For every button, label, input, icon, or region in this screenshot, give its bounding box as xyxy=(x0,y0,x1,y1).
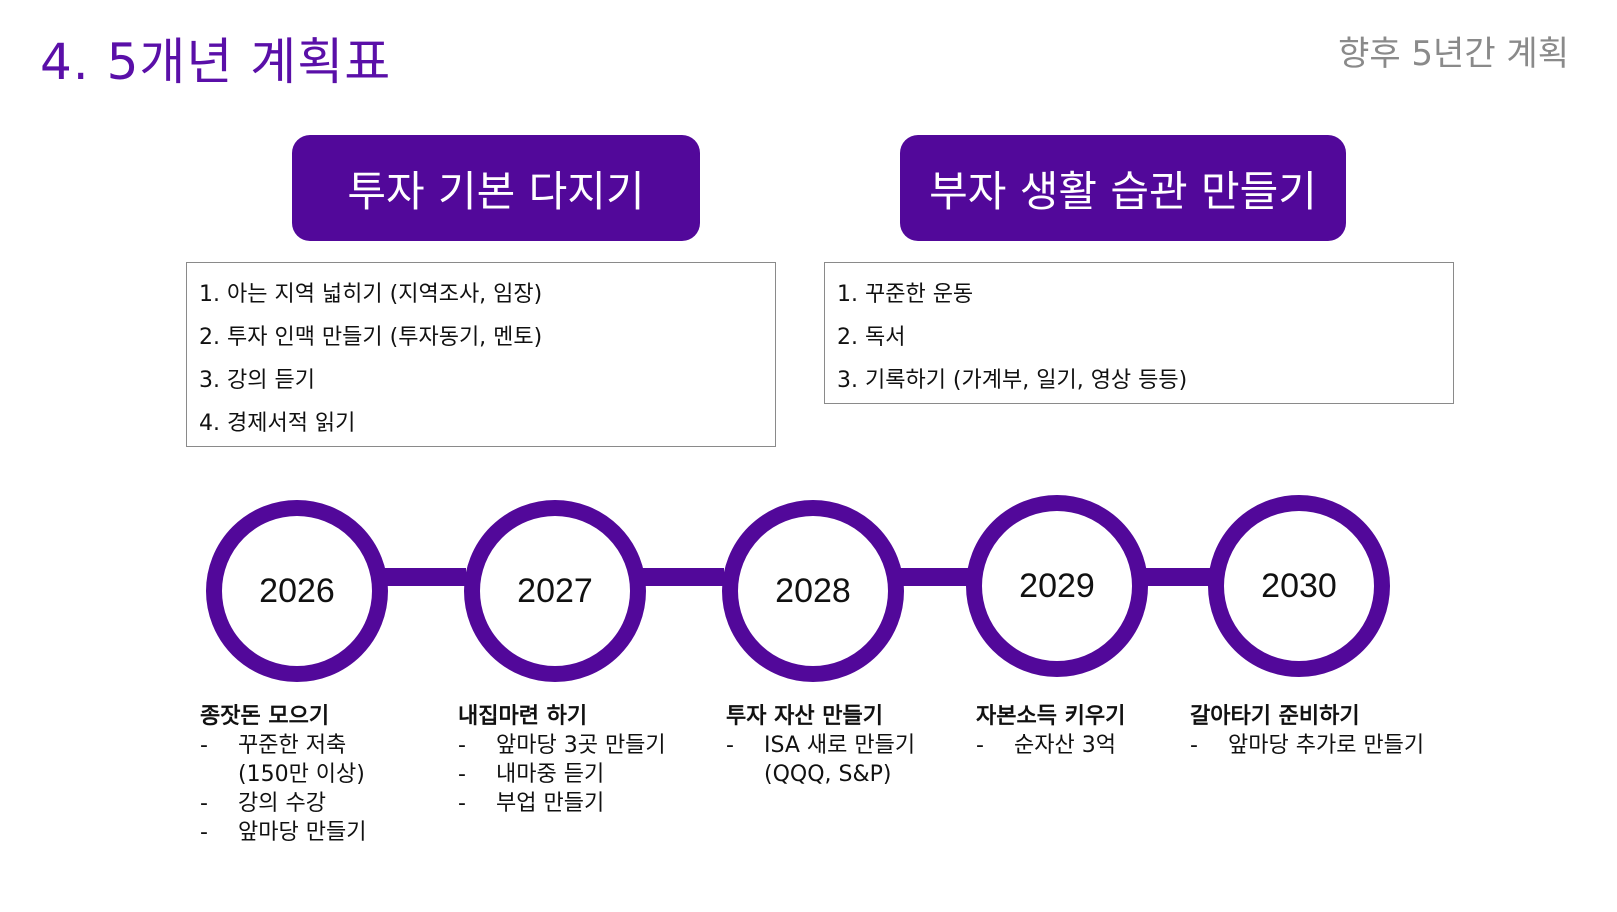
goal-title: 갈아타기 준비하기 xyxy=(1190,704,1360,729)
list-item: 2. 독서 xyxy=(837,325,906,350)
page-title: 4. 5개년 계획표 xyxy=(40,33,392,91)
goal-column-2028: 투자 자산 만들기 -ISA 새로 만들기 (QQQ, S&P) xyxy=(726,702,915,789)
timeline-connector xyxy=(370,568,466,586)
wealthy-habits-list-box: 1. 꾸준한 운동 2. 독서 3. 기록하기 (가계부, 일기, 영상 등등) xyxy=(824,262,1454,404)
year-circle-2030: 2030 xyxy=(1208,495,1390,677)
goal-bullet: -강의 수강 xyxy=(200,791,326,816)
list-item: 1. 아는 지역 넓히기 (지역조사, 임장) xyxy=(199,282,543,307)
list-item: 1. 꾸준한 운동 xyxy=(837,282,974,307)
investment-basics-list-box: 1. 아는 지역 넓히기 (지역조사, 임장) 2. 투자 인맥 만들기 (투자… xyxy=(186,262,776,447)
list-item: 3. 강의 듣기 xyxy=(199,368,315,393)
timeline-connector xyxy=(628,568,724,586)
list-item: 2. 투자 인맥 만들기 (투자동기, 멘토) xyxy=(199,325,543,350)
goal-title: 투자 자산 만들기 xyxy=(726,704,883,729)
goal-bullet-continuation: (QQQ, S&P) xyxy=(764,762,892,787)
list-item: 4. 경제서적 읽기 xyxy=(199,411,356,436)
goal-bullet: -앞마당 3곳 만들기 xyxy=(458,733,666,758)
section-heading-investment-basics: 투자 기본 다지기 xyxy=(292,135,700,241)
goal-column-2030: 갈아타기 준비하기 -앞마당 추가로 만들기 xyxy=(1190,702,1424,760)
timeline: 2026 2027 2028 2029 2030 xyxy=(0,490,1617,690)
goal-title: 자본소득 키우기 xyxy=(976,704,1126,729)
goal-bullet: -순자산 3억 xyxy=(976,733,1116,758)
goal-bullet: -앞마당 추가로 만들기 xyxy=(1190,733,1425,758)
year-circle-2028: 2028 xyxy=(722,500,904,682)
goal-bullet: -꾸준한 저축 xyxy=(200,733,347,758)
year-circle-2029: 2029 xyxy=(966,495,1148,677)
timeline-connector xyxy=(1130,568,1212,586)
section-heading-wealthy-habits: 부자 생활 습관 만들기 xyxy=(900,135,1346,241)
year-circle-2027: 2027 xyxy=(464,500,646,682)
goal-title: 내집마련 하기 xyxy=(458,704,588,729)
goal-bullet: -ISA 새로 만들기 xyxy=(726,733,916,758)
goal-column-2029: 자본소득 키우기 -순자산 3억 xyxy=(976,702,1125,760)
goal-column-2026: 종잣돈 모으기 -꾸준한 저축 (150만 이상) -강의 수강 -앞마당 만들… xyxy=(200,702,366,847)
goal-bullet: -내마중 듣기 xyxy=(458,762,605,787)
year-circle-2026: 2026 xyxy=(206,500,388,682)
goal-column-2027: 내집마련 하기 -앞마당 3곳 만들기 -내마중 듣기 -부업 만들기 xyxy=(458,702,666,818)
page-subtitle: 향후 5년간 계획 xyxy=(1338,34,1569,74)
goal-bullet: -앞마당 만들기 xyxy=(200,820,367,845)
goal-bullet-continuation: (150만 이상) xyxy=(238,762,365,787)
goal-bullet: -부업 만들기 xyxy=(458,791,605,816)
goal-title: 종잣돈 모으기 xyxy=(200,704,330,729)
timeline-connector xyxy=(886,568,968,586)
list-item: 3. 기록하기 (가계부, 일기, 영상 등등) xyxy=(837,368,1188,393)
